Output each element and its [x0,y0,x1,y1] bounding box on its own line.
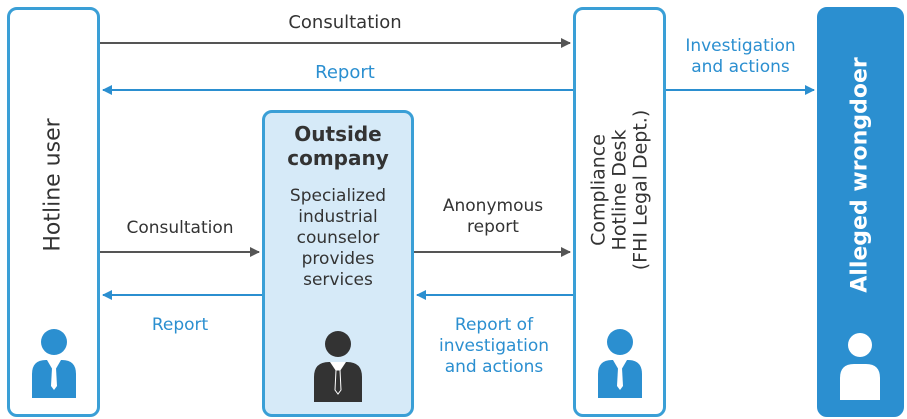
outside-company-title: Outside company [262,122,414,170]
outside-desc-line-4: provides [301,249,375,269]
outside-desc-line-3: counselor [296,228,380,248]
left-consultation-label: Consultation [126,218,234,238]
outside-desc-line-5: services [303,270,373,290]
outside-title-line-2: company [287,146,389,170]
left-report-label: Report [151,315,209,335]
investigation-line-1: Investigation [685,36,796,56]
report-inv-line-1: Report of [454,315,534,335]
investigation-line-2: and actions [691,57,790,77]
outside-title-line-1: Outside [294,122,382,146]
anonymous-line-1: Anonymous [442,196,544,216]
hotline-user-label: Hotline user [40,118,66,252]
top-consultation-label: Consultation [288,12,402,33]
compliance-line-2: Hotline Desk [608,129,631,251]
report-of-investigation-label: Report of investigation and actions [418,315,570,378]
person-icon [840,333,880,400]
compliance-desk-label: Compliance Hotline Desk (FHI Legal Dept.… [587,109,652,271]
outside-company-description: Specialized industrial counselor provide… [262,186,414,291]
compliance-line-3: (FHI Legal Dept.) [629,109,652,271]
person-icon [32,329,76,398]
alleged-wrongdoer-label: Alleged wrongdoer [847,57,873,293]
outside-desc-line-1: Specialized [289,186,387,206]
person-icon [598,329,642,398]
report-inv-line-2: investigation [438,336,550,356]
anonymous-report-label: Anonymous report [418,196,568,238]
report-inv-line-3: and actions [444,357,544,377]
anonymous-line-2: report [467,217,519,237]
investigation-label: Investigation and actions [668,36,813,78]
compliance-line-1: Compliance [587,134,610,246]
person-icon [314,331,362,402]
outside-desc-line-2: industrial [298,207,378,227]
top-report-label: Report [315,62,375,83]
